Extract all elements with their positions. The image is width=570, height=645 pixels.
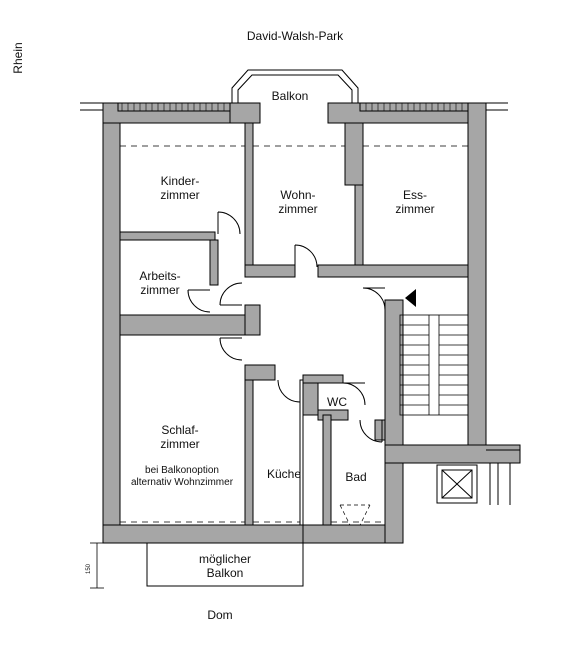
wall-kueche-north [244,364,276,381]
wall-wohn-ess-pillar [344,122,364,186]
neighbor-wall [486,449,520,505]
wall-schlaf-east [244,364,254,526]
balkon-top-inner [237,74,353,103]
label-west: Rhein [11,42,25,74]
railing-left [117,102,231,112]
entrance-arrow-icon [405,289,416,307]
wall-arbeits-east [209,239,219,286]
door-kueche [277,379,301,403]
label-kueche: Küche [266,467,302,481]
wall-wc-south [317,409,349,421]
label-balkon-top: Balkon [271,89,309,103]
wall-east [467,102,487,464]
label-schlaf-note-1: bei Balkonoption [145,465,219,476]
label-arbeitszimmer-2: zimmer [140,283,180,297]
wall-stub-left [80,102,103,111]
wall-arbeits-south [119,314,259,336]
label-wohnzimmer-2: zimmer [278,202,318,216]
wall-north-left [102,102,251,124]
wall-north-right [327,102,469,124]
balkon-top-outline [231,69,359,103]
label-arbeitszimmer-1: Arbeits- [139,269,181,283]
label-kinderzimmer-2: zimmer [160,188,200,202]
wall-west [102,102,121,544]
door-schlaf [219,337,243,361]
wall-bad-north [374,419,386,441]
wall-hall-corner [244,304,261,336]
wall-wohn-south-2 [317,264,469,278]
wall-north-mid [229,102,261,124]
door-hall-a [219,282,243,306]
door-arbeits [187,289,211,313]
wall-bad-west [322,414,332,526]
label-dimension: 150 [86,564,92,575]
wall-kinder-south [119,231,216,241]
label-south: Dom [207,608,233,622]
label-balkon-optional-2: Balkon [206,566,244,580]
door-wc [342,382,366,406]
wall-south-left [102,524,304,544]
label-north: David-Walsh-Park [246,29,344,43]
wall-kinder-east [244,122,254,274]
door-bad [359,419,383,443]
label-bad: Bad [345,470,367,484]
door-wohn [294,244,318,268]
label-esszimmer-2: zimmer [395,202,435,216]
wall-wohn-south [244,264,296,278]
wall-stub-right [486,102,508,111]
label-schlafzimmer-1: Schlaf- [161,423,199,437]
kueche-floor-line [299,379,304,526]
label-esszimmer-1: Ess- [403,188,427,202]
label-wohnzimmer-1: Wohn- [280,188,316,202]
bathtub [339,504,371,526]
label-balkon-optional-1: möglicher [198,552,252,566]
label-schlafzimmer-2: zimmer [160,437,200,451]
label-wc: WC [327,395,347,409]
label-schlaf-note-2: alternativ Wohnzimmer [130,477,234,488]
door-kinder [217,211,241,235]
label-kinderzimmer-1: Kinder- [160,174,200,188]
wall-stair-south [384,444,521,464]
door-entrance [362,287,386,311]
balkon-optional [146,542,304,587]
wall-wc-north [302,374,344,384]
elevator-shaft [436,464,478,504]
